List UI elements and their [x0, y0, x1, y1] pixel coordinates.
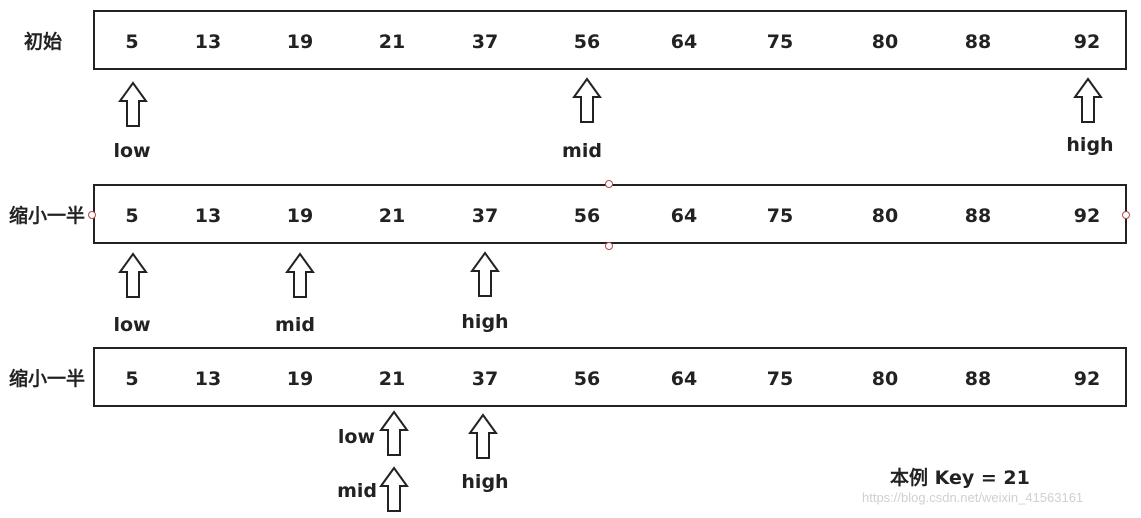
low-label: low [337, 426, 375, 448]
mid-label: mid [562, 140, 602, 162]
high-pointer-arrow-icon [471, 252, 499, 297]
array-row-1 [93, 10, 1127, 70]
high-label: high [461, 471, 509, 493]
selection-handle-right [1122, 211, 1130, 219]
selection-handle-top [605, 180, 613, 188]
high-pointer-arrow-icon [469, 414, 497, 459]
value-cell: 80 [871, 31, 899, 53]
value-cell: 5 [125, 205, 139, 227]
value-cell: 64 [670, 205, 698, 227]
value-cell: 21 [378, 31, 406, 53]
low-label: low [113, 314, 151, 336]
value-cell: 37 [471, 368, 499, 390]
high-label: high [1066, 134, 1114, 156]
value-cell: 5 [125, 31, 139, 53]
row-label-halved-2: 缩小一半 [9, 368, 86, 390]
value-cell: 13 [194, 31, 222, 53]
value-cell: 92 [1073, 368, 1101, 390]
value-cell: 88 [964, 31, 992, 53]
mid-pointer-arrow-icon [286, 253, 314, 298]
value-cell: 21 [378, 368, 406, 390]
value-cell: 19 [286, 31, 314, 53]
value-cell: 92 [1073, 31, 1101, 53]
value-cell: 75 [766, 368, 794, 390]
value-cell: 19 [286, 368, 314, 390]
mid-pointer-arrow-icon [380, 467, 408, 512]
low-label: low [113, 140, 151, 162]
high-pointer-arrow-icon [1074, 78, 1102, 123]
mid-pointer-arrow-icon [573, 78, 601, 123]
value-cell: 21 [378, 205, 406, 227]
watermark: https://blog.csdn.net/weixin_41563161 [862, 490, 1084, 505]
value-cell: 80 [871, 368, 899, 390]
value-cell: 56 [573, 31, 601, 53]
value-cell: 13 [194, 368, 222, 390]
value-cell: 19 [286, 205, 314, 227]
mid-label: mid [275, 314, 315, 336]
low-pointer-arrow-icon [380, 411, 408, 456]
value-cell: 75 [766, 31, 794, 53]
row-label-halved-1: 缩小一半 [9, 205, 86, 227]
array-row-3 [93, 347, 1127, 407]
value-cell: 13 [194, 205, 222, 227]
value-cell: 56 [573, 205, 601, 227]
value-cell: 92 [1073, 205, 1101, 227]
low-pointer-arrow-icon [119, 253, 147, 298]
high-label: high [461, 311, 509, 333]
value-cell: 88 [964, 205, 992, 227]
value-cell: 56 [573, 368, 601, 390]
value-cell: 5 [125, 368, 139, 390]
selection-handle-bottom [605, 242, 613, 250]
low-pointer-arrow-icon [119, 82, 147, 127]
value-cell: 75 [766, 205, 794, 227]
value-cell: 64 [670, 31, 698, 53]
mid-label: mid [337, 480, 377, 502]
selection-handle-left [88, 211, 96, 219]
value-cell: 64 [670, 368, 698, 390]
value-cell: 37 [471, 205, 499, 227]
value-cell: 80 [871, 205, 899, 227]
key-note: 本例 Key = 21 [890, 467, 1030, 489]
value-cell: 37 [471, 31, 499, 53]
value-cell: 88 [964, 368, 992, 390]
row-label-initial: 初始 [24, 31, 63, 53]
